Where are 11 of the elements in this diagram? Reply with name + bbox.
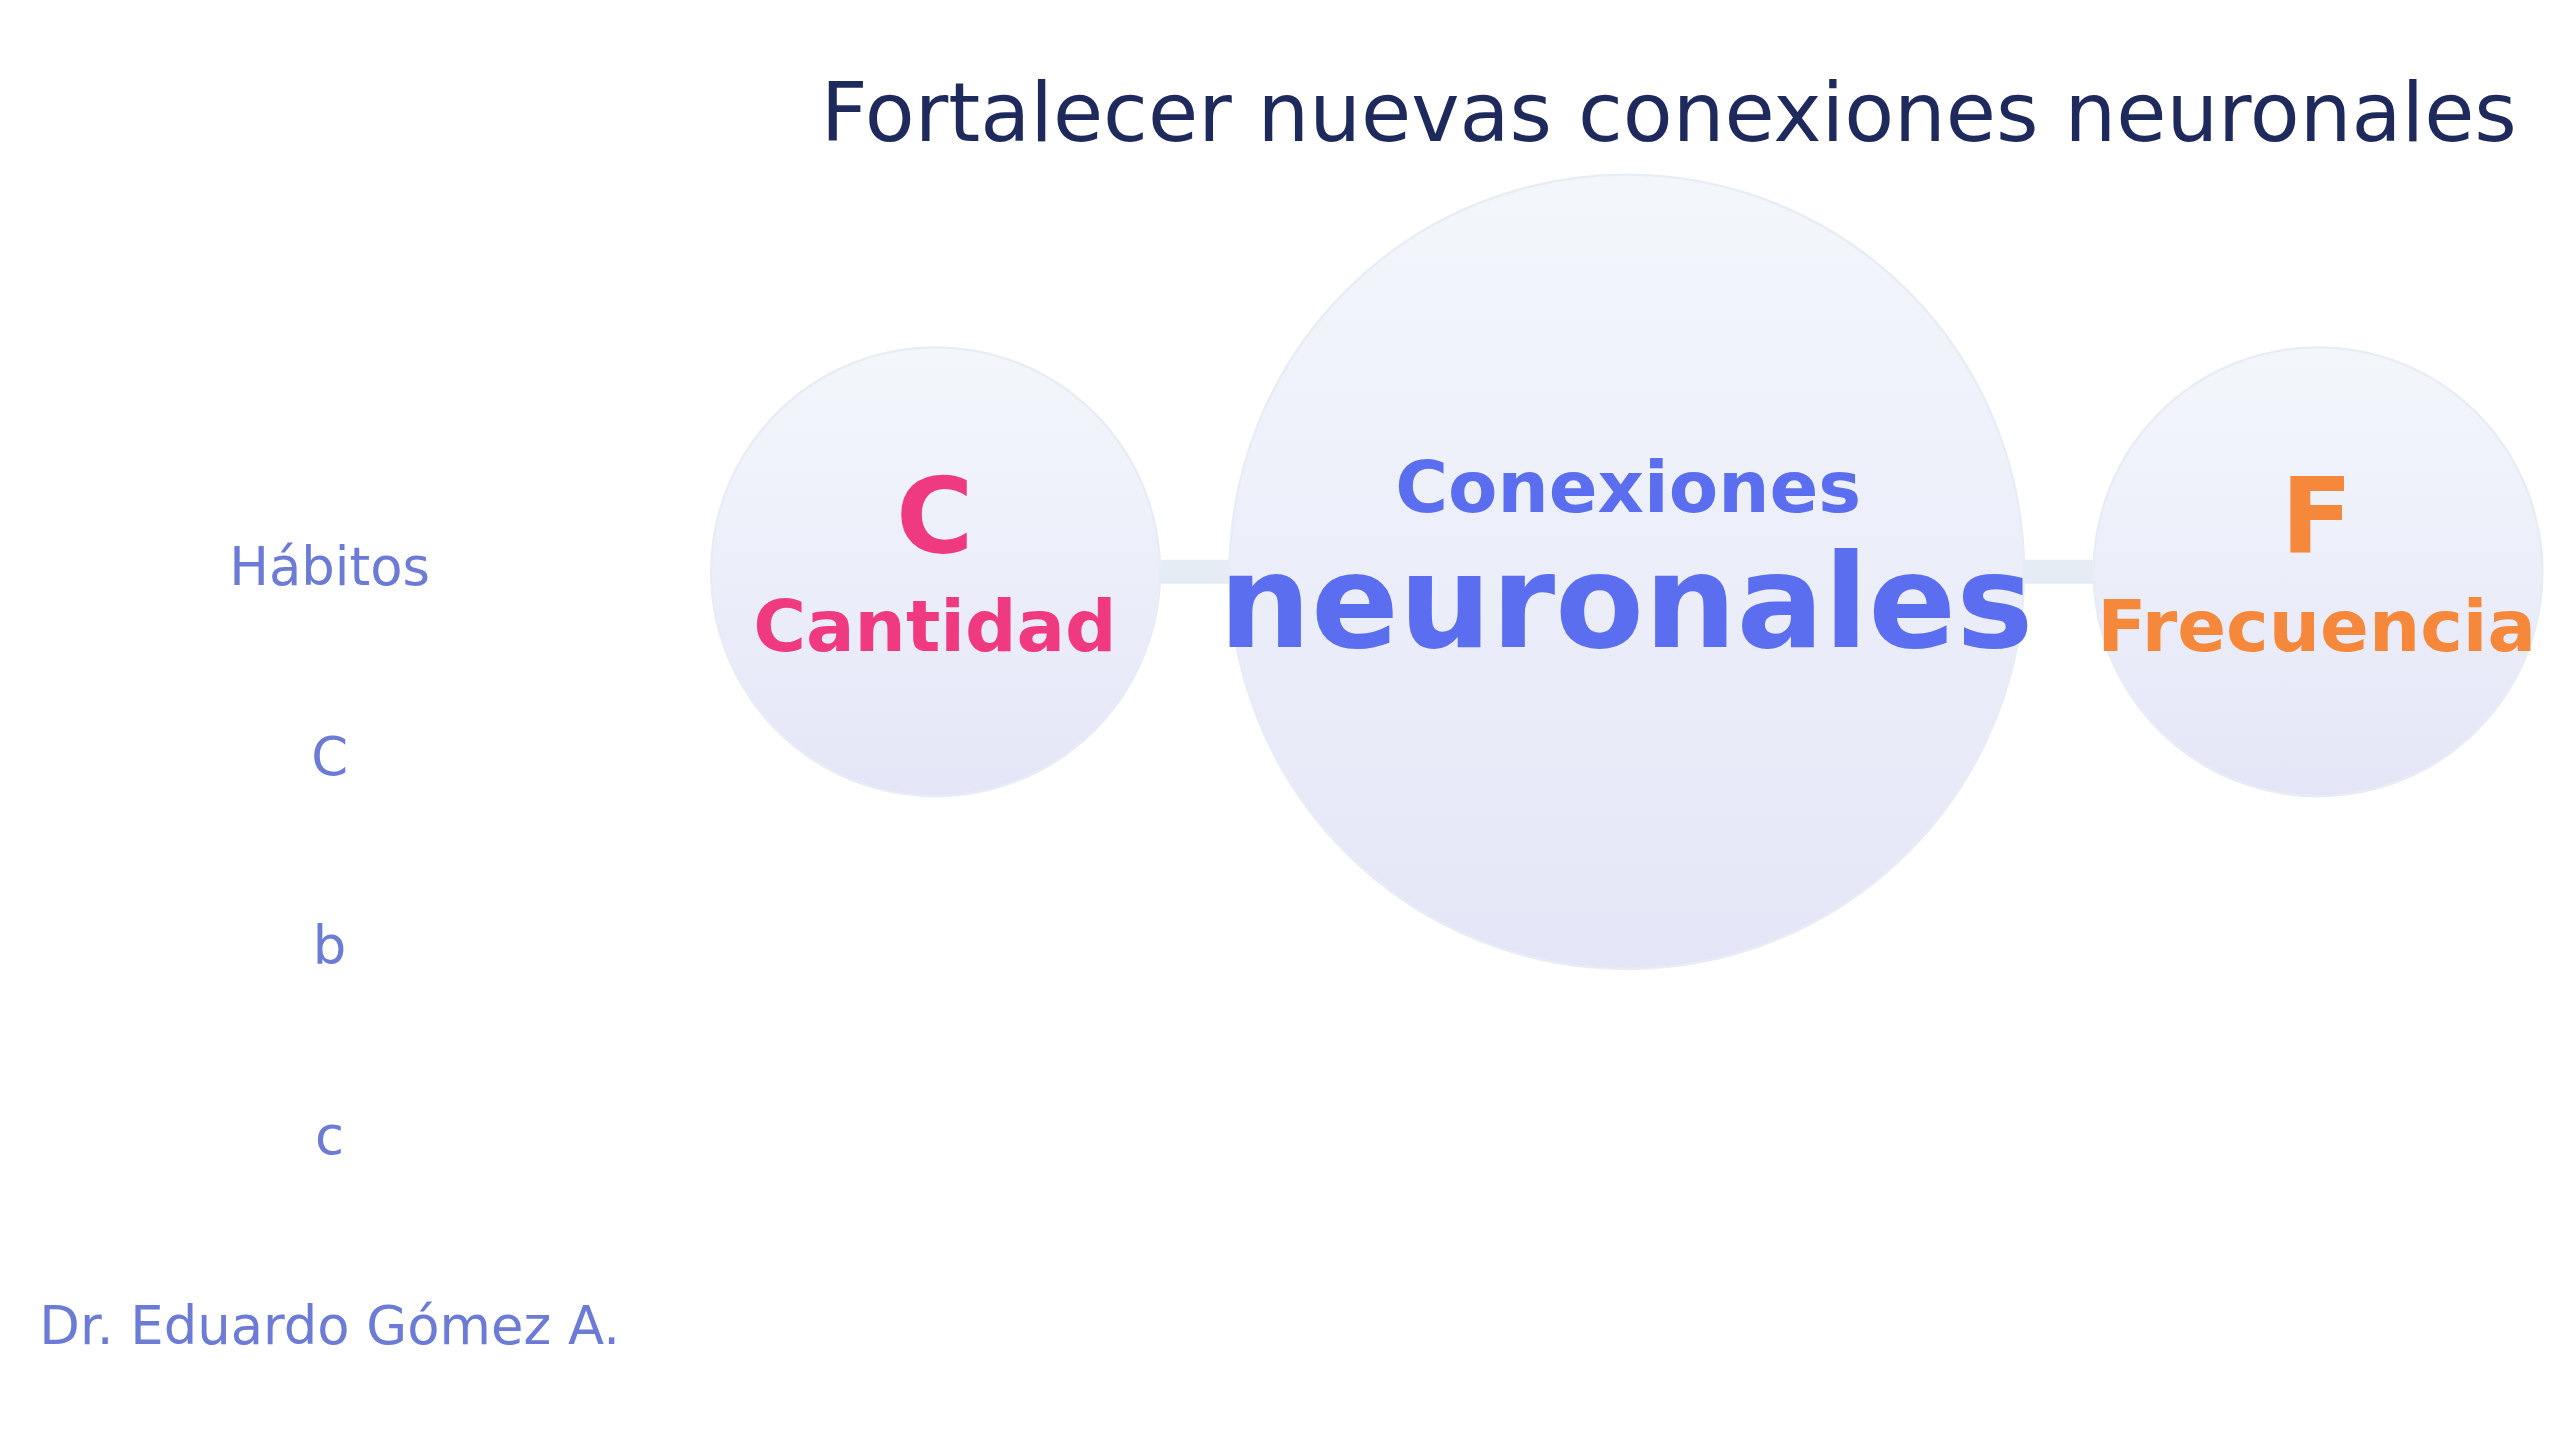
- label: Dr. Eduardo Gómez A.: [39, 1294, 620, 1356]
- label: Hábitos: [229, 536, 430, 598]
- label: C: [311, 725, 349, 787]
- label: b: [312, 915, 347, 977]
- connector: [2024, 559, 2093, 584]
- node-circle: Conexiones neuronales: [1228, 173, 2026, 971]
- label: c: [315, 1105, 345, 1167]
- node-circle: F Frecuencia: [2092, 346, 2544, 798]
- diagram-title: Fortalecer nuevas conexiones neuronales: [820, 65, 2517, 161]
- node-circle: C Cantidad: [710, 346, 1162, 798]
- connector: [1160, 559, 1230, 584]
